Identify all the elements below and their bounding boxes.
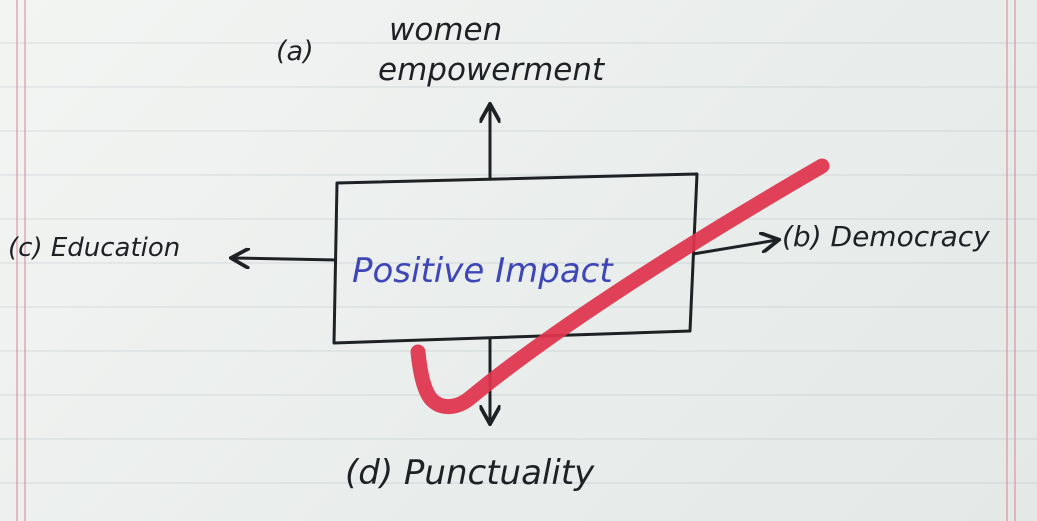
margin-line-right-inner bbox=[1014, 0, 1016, 521]
check-mark bbox=[410, 158, 830, 414]
node-top-marker: (a) bbox=[276, 36, 314, 67]
node-bottom: (d) Punctuality bbox=[345, 453, 595, 493]
node-left: (c) Education bbox=[8, 233, 180, 263]
node-top-line1: women bbox=[389, 12, 502, 48]
center-box bbox=[332, 172, 699, 345]
center-label: Positive Impact bbox=[352, 251, 614, 291]
margin-line-right bbox=[1006, 0, 1008, 521]
arrow-left bbox=[233, 258, 338, 260]
node-top-line2: empowerment bbox=[378, 52, 606, 88]
margin-line-left-inner bbox=[24, 0, 26, 521]
node-right: (b) Democracy bbox=[782, 220, 990, 253]
arrow-right bbox=[692, 240, 777, 256]
margin-line-left bbox=[16, 0, 18, 521]
